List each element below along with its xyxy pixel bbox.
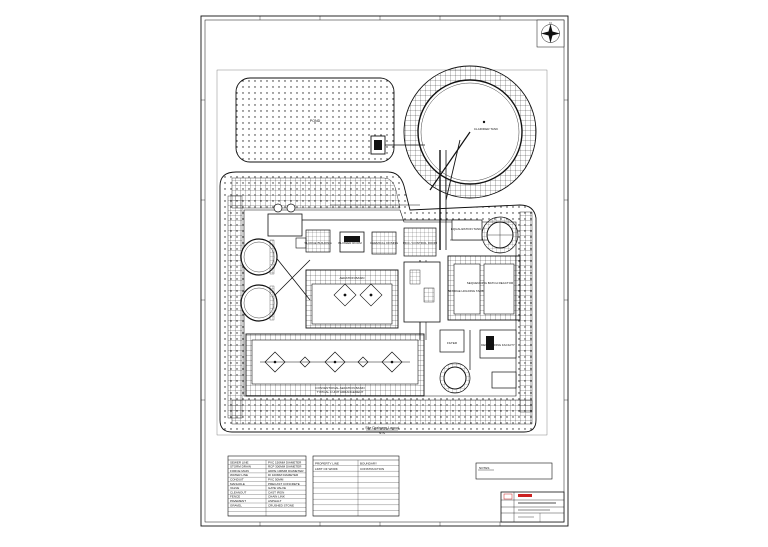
legend-table-mid: PROPERTY LINE BOUNDARY LIMIT OF WORK CONSTR…: [312, 455, 400, 517]
equipment-rooms-row: [305, 219, 483, 257]
building-label-3: MCC / CONTROL ROOM: [403, 241, 438, 245]
legend-cell: CAST IRON: [268, 490, 284, 494]
building-label-2: SLUDGE BUILDING: [304, 241, 332, 245]
blower-building: [267, 203, 307, 249]
building-label-1: BLOWER ROOM: [338, 241, 362, 245]
legend-cell: CHAIN LINK: [268, 495, 285, 499]
legend-cell: HDPE 100MM DIAMETER: [268, 469, 304, 473]
sbr-block: SEQUENCING BATCH REACTOR SLUDGE HOLDING …: [447, 255, 521, 321]
plan-title: Site Drainage Layout NTS: [365, 426, 399, 435]
left-tanks: [240, 238, 278, 322]
title-block: [500, 491, 565, 523]
right-small-tank: [481, 216, 519, 254]
notes-label: NOTES: [479, 466, 489, 470]
mid-right-buildings: MCC / CONTROL ROOM BLOWER ROOM SLUDGE BU…: [304, 227, 517, 389]
legend-cell: SEWER LINE: [230, 460, 249, 464]
legend-cell: PVC 150MM DIAMETER: [268, 460, 302, 464]
legend-cell: STORM DRAIN: [230, 465, 251, 469]
building-label-0: AERATION BASIN: [340, 276, 365, 280]
pond-label: POND: [310, 119, 321, 123]
clarifier-label: CLARIFIER TANK: [474, 127, 498, 131]
legend-cell: PRECAST CONCRETE: [268, 482, 300, 486]
bottom-aeration-basin: CONVENTIONAL AERATION BASIN TYPICAL 4 UN…: [245, 333, 425, 397]
building-label-9: FILTER: [447, 341, 458, 345]
building-label-8: EQUALIZATION TANK: [451, 227, 481, 231]
pond-area: POND: [235, 77, 395, 163]
legend-cell: PROPERTY LINE: [315, 462, 339, 466]
legend-cell: RCP 300MM DIAMETER: [268, 465, 302, 469]
legend-cell: CONDUIT: [230, 478, 244, 482]
legend-cell: GRAVEL: [230, 503, 242, 507]
legend-cell: FENCE: [230, 495, 240, 499]
building-label-7: DEWATERING FACILITY: [481, 343, 515, 347]
plan-title-text: Site Drainage Layout: [365, 426, 399, 430]
pump-station: [370, 135, 425, 155]
legend-cell: DI 100MM DIAMETER: [268, 473, 299, 477]
aeration-basin-center: AERATION BASIN: [305, 269, 399, 329]
legend-cell: GATE VALVE: [268, 486, 286, 490]
legend-cell: PVC 50MM: [268, 478, 284, 482]
legend-cell: WATER LINE: [230, 473, 248, 477]
notes-box: NOTES: [475, 462, 553, 480]
legend-cell: CONSTRUCTION: [360, 467, 384, 471]
legend-cell: VALVE: [230, 486, 239, 490]
building-label-5: SLUDGE HOLDING TANK: [448, 289, 483, 293]
legend-cell: CLEANOUT: [230, 490, 247, 494]
building-label-6: CHEMICAL DOSING: [370, 241, 399, 245]
legend-cell: CRUSHED STONE: [268, 503, 294, 507]
legend-cell: FORCE MAIN: [230, 469, 249, 473]
bottom-basin-label: CONVENTIONAL AERATION BASIN: [315, 386, 364, 390]
building-label-4: SEQUENCING BATCH REACTOR: [467, 281, 514, 285]
sheet-inner-border: [204, 19, 565, 523]
bottom-small-tank: [439, 362, 471, 394]
north-arrow-icon: N: [536, 19, 565, 48]
plan-scale-text: NTS: [379, 431, 385, 435]
legend-cell: ASPHALT: [268, 499, 282, 503]
legend-cell: LIMIT OF WORK: [315, 467, 338, 471]
legend-cell: PAVEMENT: [230, 499, 246, 503]
north-label: N: [549, 21, 551, 25]
legend-table-left: SEWER LINE PVC 150MM DIAMETER STORM DRAIN R…: [227, 455, 307, 517]
plan-viewport-frame: [216, 69, 548, 436]
legend-cell: BOUNDARY: [360, 462, 377, 466]
border-ticks: [201, 16, 568, 526]
clarifier-tank: CLARIFIER TANK: [403, 65, 537, 199]
bottom-basin-sub: TYPICAL 4 UNIT ARRANGEMENT: [317, 390, 364, 394]
legend-cell: MANHOLE: [230, 482, 245, 486]
